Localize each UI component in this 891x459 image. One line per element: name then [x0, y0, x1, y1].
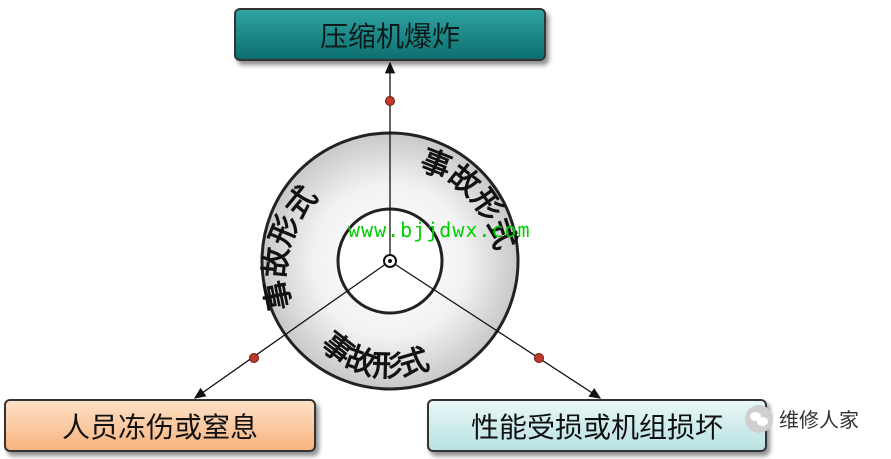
- outcome-box-unit-damage: 性能受损或机组损坏: [427, 399, 767, 452]
- outcome-box-compressor-explosion: 压缩机爆炸: [234, 8, 546, 61]
- outcome-box-frostbite-suffocation: 人员冻伤或窒息: [4, 399, 316, 452]
- connector-dot-up: [385, 96, 395, 106]
- wechat-icon: [745, 404, 773, 433]
- center-hub-core: [388, 259, 392, 263]
- brand-watermark: 维修人家: [745, 404, 859, 433]
- connector-left: [193, 260, 391, 399]
- connector-dot-right: [534, 353, 544, 363]
- connector-dot-left: [249, 353, 259, 363]
- brand-name: 维修人家: [779, 408, 859, 432]
- watermark-url: www.bjjdwx.com: [348, 218, 531, 242]
- connector-right: [389, 260, 602, 399]
